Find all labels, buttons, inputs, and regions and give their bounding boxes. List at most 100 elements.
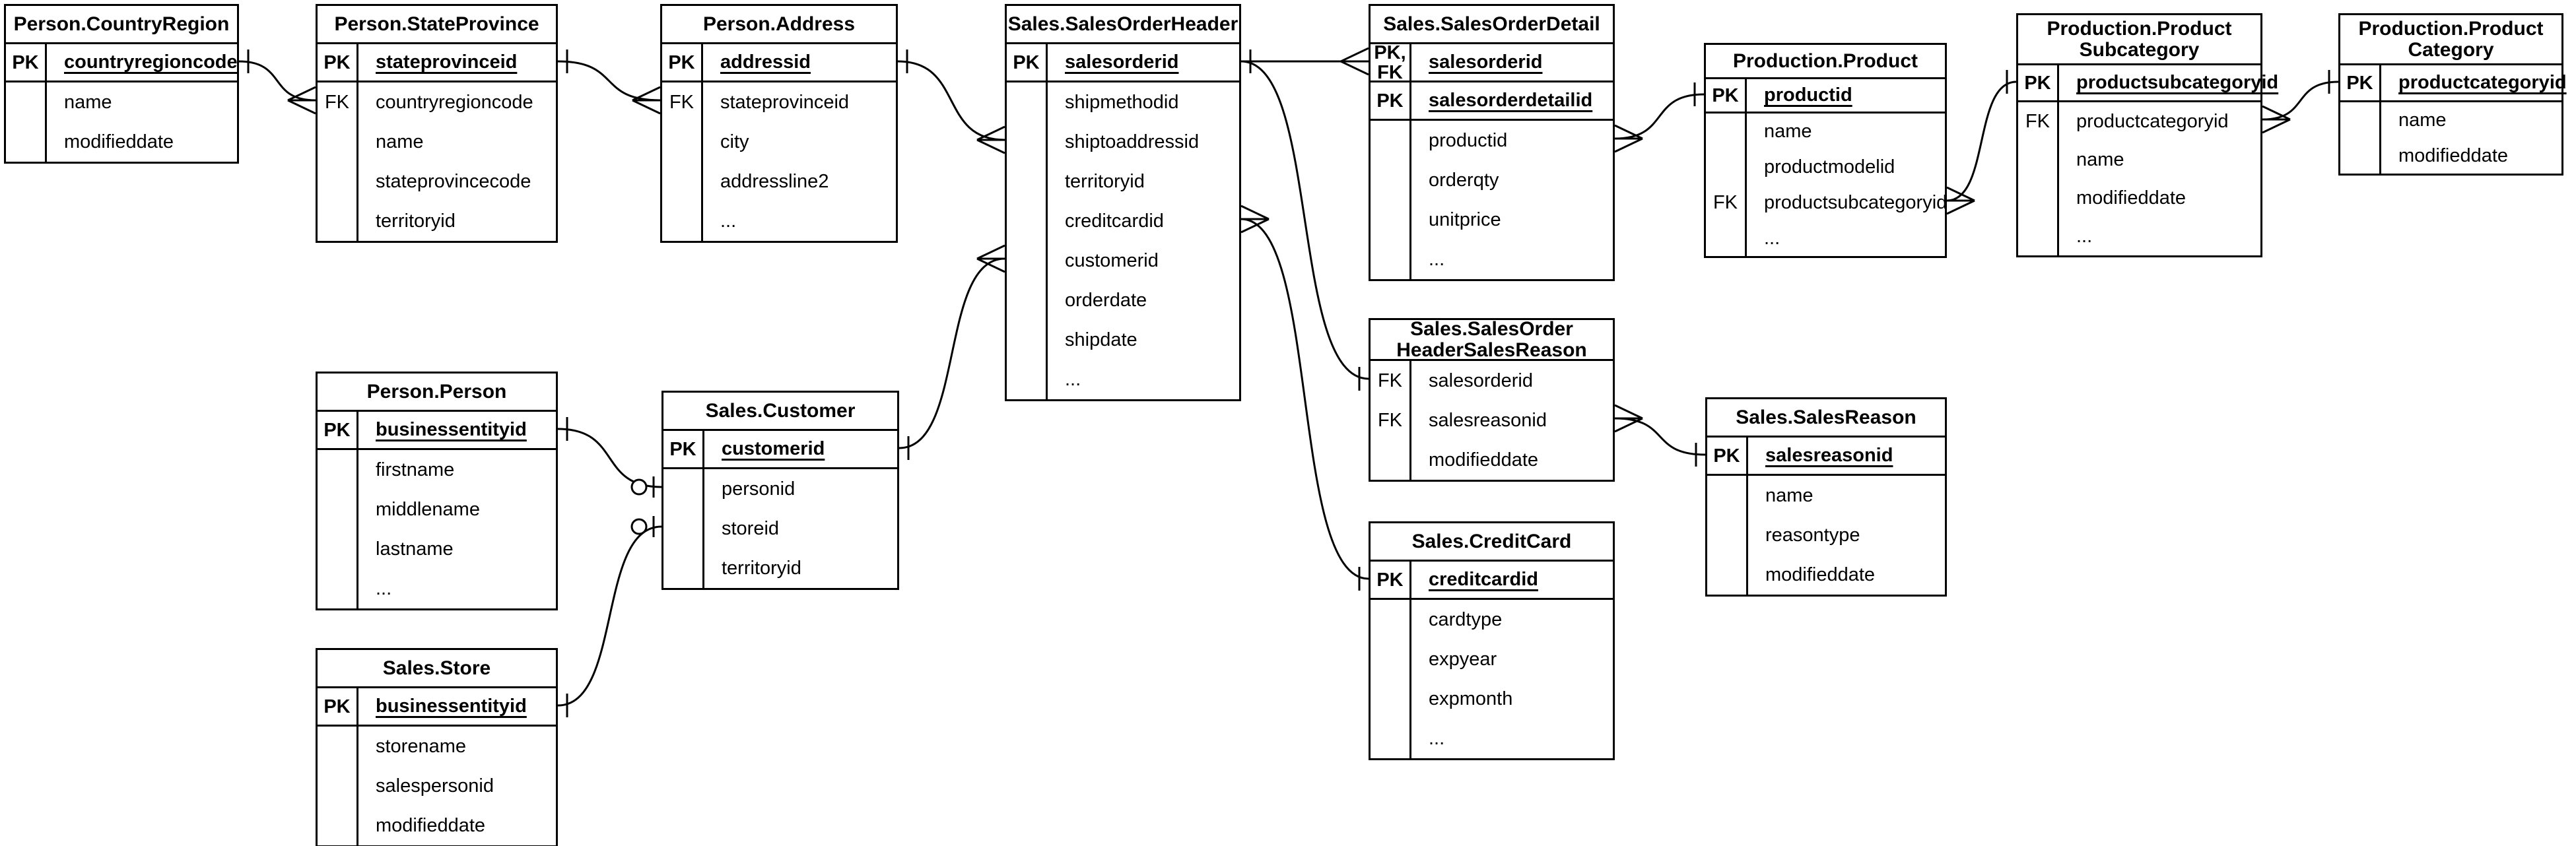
- key-label: [318, 122, 358, 162]
- key-label: PK: [1007, 44, 1048, 81]
- field-name: productcategoryid: [2076, 110, 2229, 132]
- crows-foot-tine: [1614, 124, 1643, 140]
- key-label: FK: [2018, 102, 2059, 141]
- field-name: shiptoaddressid: [1065, 131, 1200, 152]
- table-title: Person.CountryRegion: [6, 6, 237, 44]
- field-row: ...: [2018, 217, 2260, 255]
- field-row: stateprovincecode: [318, 162, 556, 201]
- key-label: [662, 162, 703, 201]
- table-title: Production.Product Subcategory: [2018, 15, 2260, 65]
- field-row: modifieddate: [1371, 440, 1613, 480]
- crows-foot-tine: [1240, 218, 1270, 234]
- field-row: territoryid: [663, 548, 897, 588]
- relationship-headersalesreason-to-salesreason: [1614, 417, 1706, 456]
- key-label: [1706, 149, 1747, 185]
- key-label: [318, 569, 358, 608]
- key-label: FK: [1706, 185, 1747, 220]
- field-row: ...: [318, 569, 556, 608]
- field-row: addressline2: [662, 162, 896, 201]
- crows-foot-tine: [632, 86, 661, 102]
- field-row: city: [662, 122, 896, 162]
- field-name: salesreasonid: [1429, 409, 1547, 431]
- primary-key-field: productcategoryid: [2398, 72, 2567, 93]
- key-label: [1371, 639, 1411, 679]
- field-name: city: [720, 131, 749, 152]
- table-title: Sales.SalesReason: [1707, 399, 1945, 438]
- field-name: ...: [376, 577, 392, 599]
- table-title: Person.Address: [662, 6, 896, 44]
- field-name: name: [1764, 120, 1812, 142]
- field-name: stateprovincecode: [376, 170, 531, 192]
- key-label: [318, 490, 358, 529]
- field-name: modifieddate: [2398, 145, 2509, 166]
- key-label: [1371, 160, 1411, 200]
- field-row: firstname: [318, 450, 556, 490]
- field-name: modifieddate: [376, 814, 486, 836]
- key-label: [1007, 201, 1048, 241]
- crows-foot-tine: [632, 99, 661, 115]
- field-row: modifieddate: [1707, 555, 1945, 595]
- primary-key-field: salesreasonid: [1765, 445, 1893, 466]
- field-name: salespersonid: [376, 775, 494, 797]
- field-row: name: [6, 82, 237, 122]
- table-title: Person.StateProvince: [318, 6, 556, 44]
- table-title: Sales.Customer: [663, 393, 897, 431]
- field-name: ...: [720, 210, 737, 232]
- primary-key-field: addressid: [720, 51, 811, 73]
- field-row: name: [318, 122, 556, 162]
- field-name: expmonth: [1429, 688, 1513, 709]
- crows-foot-tine: [2262, 105, 2291, 121]
- field-name: storename: [376, 735, 467, 757]
- key-label: [663, 509, 704, 548]
- relationship-salesorderheader-to-creditcard: [1240, 218, 1369, 580]
- crows-foot-tine: [2262, 118, 2291, 134]
- field-name: shipmethodid: [1065, 91, 1179, 113]
- field-name: modifieddate: [64, 131, 174, 152]
- field-row: territoryid: [318, 201, 556, 241]
- field-name: customerid: [1065, 249, 1159, 271]
- key-label: [1371, 719, 1411, 758]
- relationship-product-to-productsubcategory: [1946, 81, 2017, 202]
- field-row: ...: [1371, 719, 1613, 758]
- field-name: addressline2: [720, 170, 829, 192]
- key-label: PK: [2018, 65, 2059, 100]
- crows-foot-tine: [1240, 205, 1270, 220]
- field-row: salespersonid: [318, 766, 556, 806]
- field-row: FK productcategoryid: [2018, 102, 2260, 141]
- field-row: modifieddate: [318, 806, 556, 845]
- field-row: personid: [663, 469, 897, 509]
- field-row: expmonth: [1371, 679, 1613, 719]
- field-name: creditcardid: [1065, 210, 1164, 232]
- field-name: stateprovinceid: [720, 91, 850, 113]
- field-row: modifieddate: [2340, 138, 2561, 174]
- primary-key-field: salesorderid: [1429, 51, 1543, 73]
- key-label: [318, 727, 358, 766]
- key-label: [1371, 200, 1411, 240]
- relationship-stateprovince-to-address: [557, 60, 661, 102]
- key-label: PK: [6, 44, 47, 81]
- field-row: productid: [1371, 121, 1613, 160]
- field-row: territoryid: [1007, 162, 1239, 201]
- key-label: [1007, 122, 1048, 162]
